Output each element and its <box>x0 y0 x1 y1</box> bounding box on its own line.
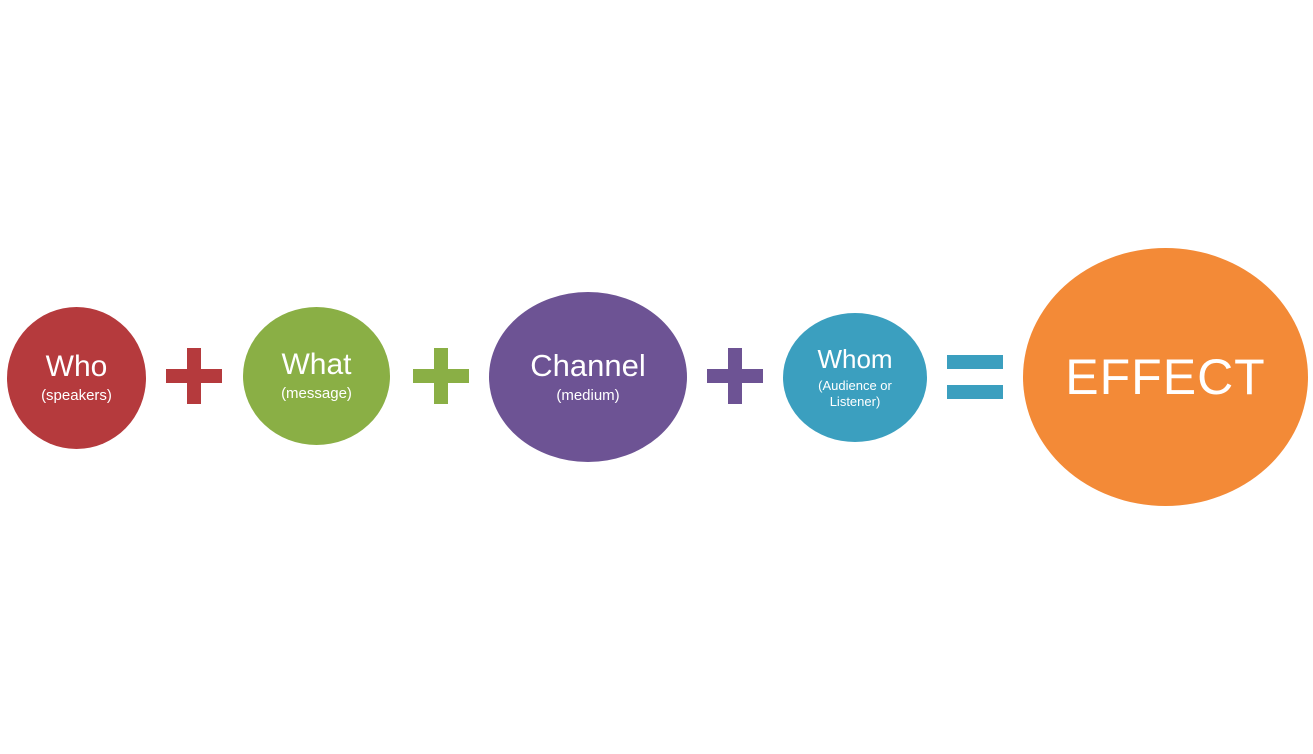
node-channel: Channel (medium) <box>489 292 687 462</box>
node-whom: Whom (Audience or Listener) <box>783 313 927 442</box>
node-channel-title: Channel <box>530 347 646 383</box>
plus-vertical-bar <box>434 348 448 404</box>
node-who-title: Who <box>45 350 108 384</box>
node-channel-subtitle: (medium) <box>556 386 620 404</box>
plus-vertical-bar <box>187 348 201 404</box>
node-who-subtitle: (speakers) <box>41 387 112 405</box>
node-who: Who (speakers) <box>7 307 146 449</box>
plus-icon <box>413 348 469 404</box>
equals-bottom-bar <box>947 385 1003 399</box>
plus-icon <box>166 348 222 404</box>
node-effect: EFFECT <box>1023 248 1308 506</box>
node-what: What (message) <box>243 307 390 445</box>
node-effect-title: EFFECT <box>1065 348 1266 405</box>
equals-top-bar <box>947 355 1003 369</box>
node-whom-subtitle: (Audience or Listener) <box>818 377 892 409</box>
equals-icon <box>947 355 1003 399</box>
plus-vertical-bar <box>728 348 742 404</box>
node-what-subtitle: (message) <box>281 385 352 403</box>
node-what-title: What <box>281 348 352 382</box>
plus-icon <box>707 348 763 404</box>
node-whom-title: Whom <box>817 343 893 374</box>
